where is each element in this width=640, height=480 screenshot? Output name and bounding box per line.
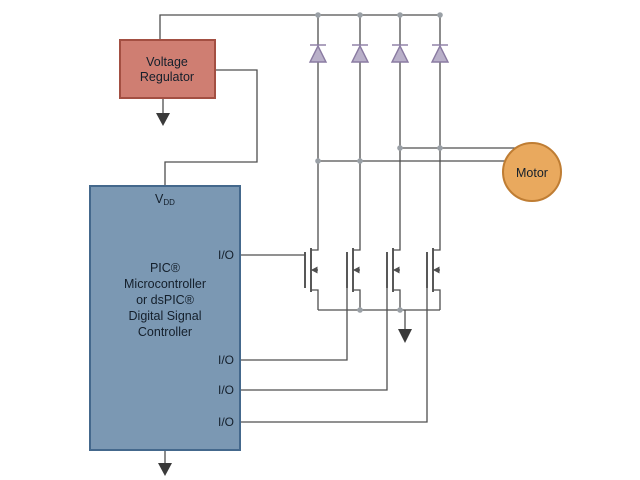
wire-drain <box>433 62 441 251</box>
wire-supply-rail <box>159 14 440 40</box>
ground-arrow-icon <box>156 113 170 126</box>
mosfet-icon <box>393 266 400 274</box>
wire-source <box>393 289 401 310</box>
junction-dot <box>397 145 403 151</box>
junction-dot <box>437 12 443 18</box>
wire-io2-gate <box>240 288 348 361</box>
junction-dot <box>357 158 363 164</box>
diode-icon <box>350 44 370 63</box>
io-pin-label-3: I/O <box>218 383 234 397</box>
junction-dot <box>357 307 363 313</box>
wires <box>159 14 516 464</box>
wire-drain <box>311 62 319 251</box>
vdd-label: VDD <box>155 192 175 207</box>
mcu-label-line2: Microcontroller <box>124 277 206 291</box>
mcu-label-line1: PIC® <box>150 261 181 275</box>
wire-source <box>433 289 441 310</box>
io-pin-label-2: I/O <box>218 353 234 367</box>
mosfet-icon <box>311 266 318 274</box>
ground-arrow-icon <box>398 329 412 343</box>
mcu-label-line4: Digital Signal <box>129 309 202 323</box>
wire-io4-gate <box>240 288 428 423</box>
io-pin-label-4: I/O <box>218 415 234 429</box>
voltage-regulator-label-line2: Regulator <box>140 70 194 84</box>
wire-source <box>353 289 361 310</box>
voltage-regulator-label-line1: Voltage <box>146 55 188 69</box>
microcontroller-block <box>89 185 241 451</box>
mcu-label-line5: Controller <box>138 325 192 339</box>
io-pin-label-1: I/O <box>218 248 234 262</box>
junction-dot <box>397 307 403 313</box>
wire-io3-gate <box>240 288 388 391</box>
junction-dots <box>315 12 443 313</box>
ground-arrows <box>156 113 412 476</box>
vdd-label-sub: DD <box>163 198 175 207</box>
wire-drain <box>353 62 361 251</box>
mosfet-icon <box>353 266 360 274</box>
motor-block <box>502 142 562 202</box>
wire-vr-to-vdd <box>164 69 258 186</box>
diode-icon <box>308 44 328 63</box>
diode-icon <box>430 44 450 63</box>
motor-label: Motor <box>516 166 548 180</box>
vdd-label-main: V <box>155 192 164 206</box>
diode-icon <box>390 44 410 63</box>
wire-source <box>311 289 319 310</box>
mcu-label-line3: or dsPIC® <box>136 293 195 307</box>
junction-dot <box>357 12 363 18</box>
junction-dot <box>315 158 321 164</box>
junction-dot <box>437 145 443 151</box>
junction-dot <box>397 12 403 18</box>
ground-arrow-icon <box>158 463 172 476</box>
mosfet-arrows <box>311 266 440 274</box>
flyback-diodes <box>308 44 450 63</box>
mosfet-icon <box>433 266 440 274</box>
labels: Voltage Regulator VDD PIC® Microcontroll… <box>124 55 548 429</box>
wire-drain <box>393 62 401 251</box>
junction-dot <box>315 12 321 18</box>
voltage-regulator-block <box>119 39 216 99</box>
